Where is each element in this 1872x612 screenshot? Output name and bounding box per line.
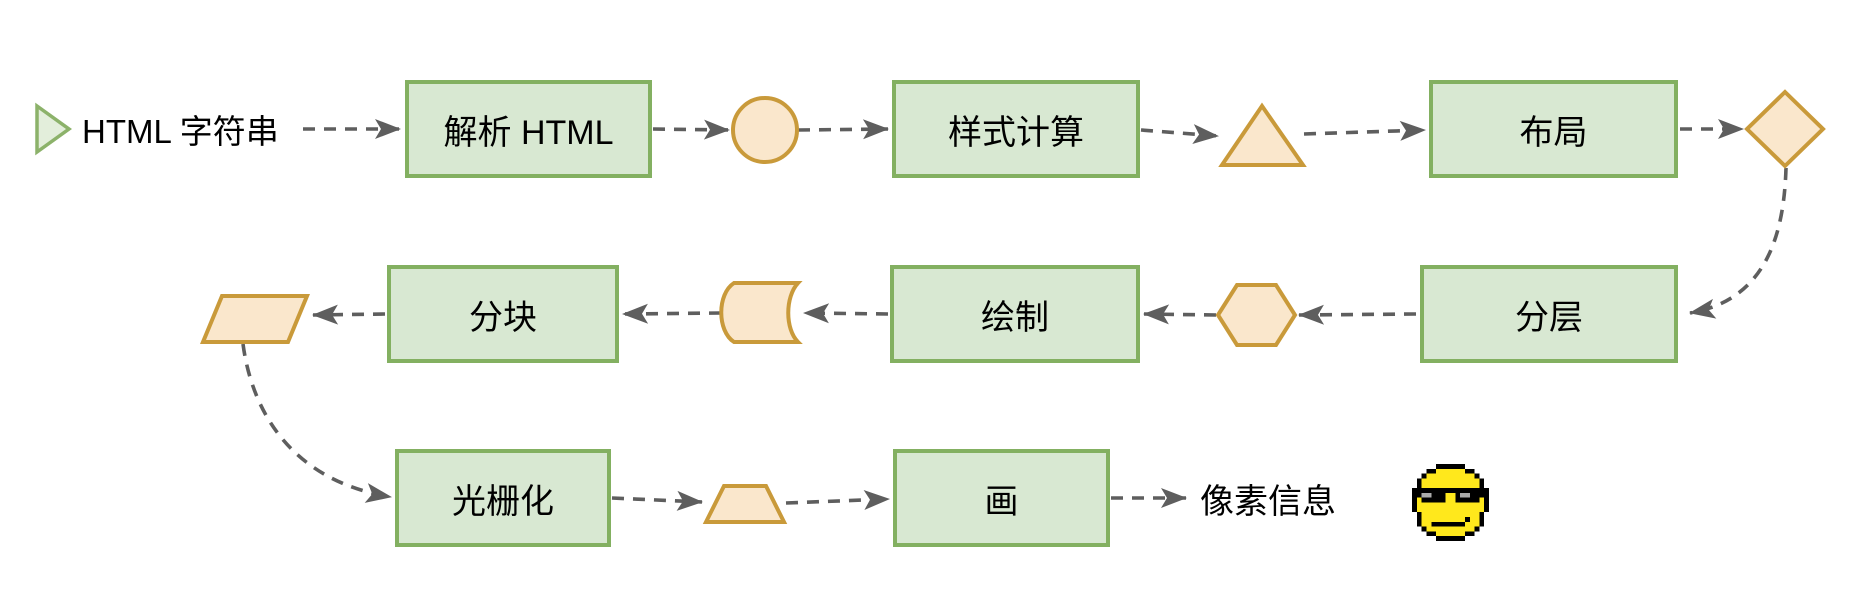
diamond-icon	[1744, 89, 1826, 169]
connector-triangle-to-layout	[1303, 120, 1426, 141]
connector-diamond-to-layering	[1689, 167, 1788, 319]
node-layout: 布局	[1429, 80, 1678, 178]
hexagon-icon	[1215, 283, 1298, 347]
connector-rasterize-to-trapezoid	[611, 490, 703, 511]
connector-hexagon-to-paint	[1143, 304, 1217, 325]
play-triangle-icon	[35, 102, 72, 156]
node-rasterize-label: 光栅化	[452, 482, 554, 521]
connector-paint-to-stored-data	[803, 303, 889, 324]
node-paint-label: 绘制	[981, 298, 1049, 337]
connector-tiling-to-parallelogram	[312, 304, 386, 325]
node-layout-label: 布局	[1519, 113, 1588, 152]
node-rasterize: 光栅化	[395, 449, 611, 547]
connector-parse-to-circle	[652, 119, 730, 140]
parallelogram-icon	[200, 294, 310, 344]
node-paint: 绘制	[890, 265, 1140, 363]
connector-parallelogram-to-rasterize	[241, 343, 392, 503]
node-style-calc-label: 样式计算	[948, 113, 1084, 152]
connector-circle-to-style	[797, 119, 889, 140]
start-label: HTML 字符串	[82, 113, 279, 150]
stored-data-icon	[719, 281, 803, 344]
end-label: 像素信息	[1200, 482, 1336, 521]
connector-stored-data-to-tiling	[622, 303, 722, 324]
trapezoid-icon	[702, 484, 788, 524]
node-style-calc: 样式计算	[892, 80, 1140, 178]
connector-style-to-triangle	[1140, 124, 1219, 145]
connector-trapezoid-to-draw	[785, 489, 890, 510]
node-layering: 分层	[1420, 265, 1678, 363]
node-draw-label: 画	[984, 482, 1019, 521]
circle-icon	[731, 96, 799, 164]
node-draw: 画	[893, 449, 1110, 547]
node-tiling-label: 分块	[469, 298, 537, 337]
triangle-icon	[1218, 102, 1307, 167]
connector-layering-to-hexagon	[1298, 304, 1417, 325]
node-tiling: 分块	[387, 265, 619, 363]
node-parse-html: 解析 HTML	[405, 80, 652, 178]
node-parse-html-label: 解析 HTML	[443, 113, 614, 152]
node-layering-label: 分层	[1515, 298, 1583, 337]
cool-sunglasses-emoji-icon	[1412, 464, 1489, 541]
